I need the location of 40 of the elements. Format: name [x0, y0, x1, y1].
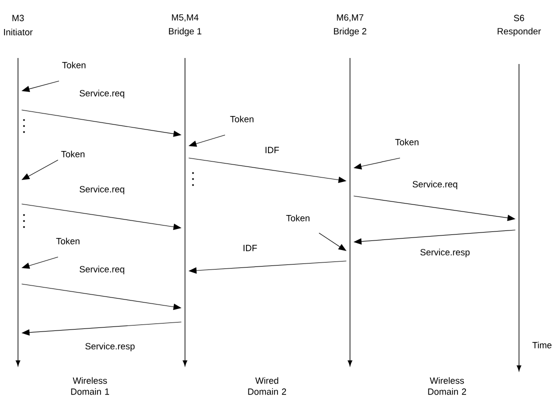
- participant-label: Responder: [498, 28, 541, 36]
- message-arrow: [21, 204, 182, 230]
- edge-label: Token: [229, 114, 255, 124]
- message-arrow: [22, 322, 182, 336]
- message-arrow: [21, 284, 182, 310]
- message-arrow: [353, 196, 516, 222]
- message-arrow: [354, 230, 516, 245]
- edge-label: Service.req: [78, 88, 126, 100]
- message-arrow: [188, 158, 346, 183]
- edge-label: Service.resp: [84, 342, 136, 352]
- edge-label: Token: [394, 138, 420, 146]
- domain-label: Wired Domain 2: [248, 377, 286, 395]
- message-arrow: [22, 256, 58, 269]
- participant-label: S6: [514, 14, 524, 22]
- edge-label: Token: [61, 60, 87, 70]
- edge-label: Token: [60, 150, 86, 158]
- participant-label: Bridge 1: [168, 28, 202, 36]
- participant-label: Initiator: [4, 28, 33, 36]
- message-arrow: [318, 232, 346, 251]
- edge-label: Token: [285, 214, 312, 222]
- edge-label: Token: [55, 236, 81, 246]
- edge-label: IDF: [242, 244, 258, 252]
- message-arrow: [188, 260, 347, 274]
- participant-label: M5,M4: [172, 14, 198, 22]
- edge-label: Service.req: [411, 180, 459, 190]
- participant-label: M3: [12, 14, 24, 22]
- edge-label: Service.resp: [419, 248, 472, 258]
- message-arrow: [354, 158, 400, 170]
- message-arrow: [188, 134, 226, 147]
- participant-label: M6,M7: [337, 14, 364, 22]
- domain-label: Wireless Domain 1: [71, 377, 110, 395]
- edge-label: Service.req: [78, 184, 126, 196]
- message-arrow: [22, 80, 60, 92]
- message-arrow: [22, 160, 58, 180]
- edge-label: IDF: [264, 146, 280, 154]
- domain-label: Wireless Domain 2: [428, 377, 466, 395]
- edge-label: Service.req: [78, 264, 126, 276]
- axis-label: Time: [532, 342, 552, 348]
- message-arrow: [21, 110, 182, 137]
- participant-label: Bridge 2: [334, 28, 366, 36]
